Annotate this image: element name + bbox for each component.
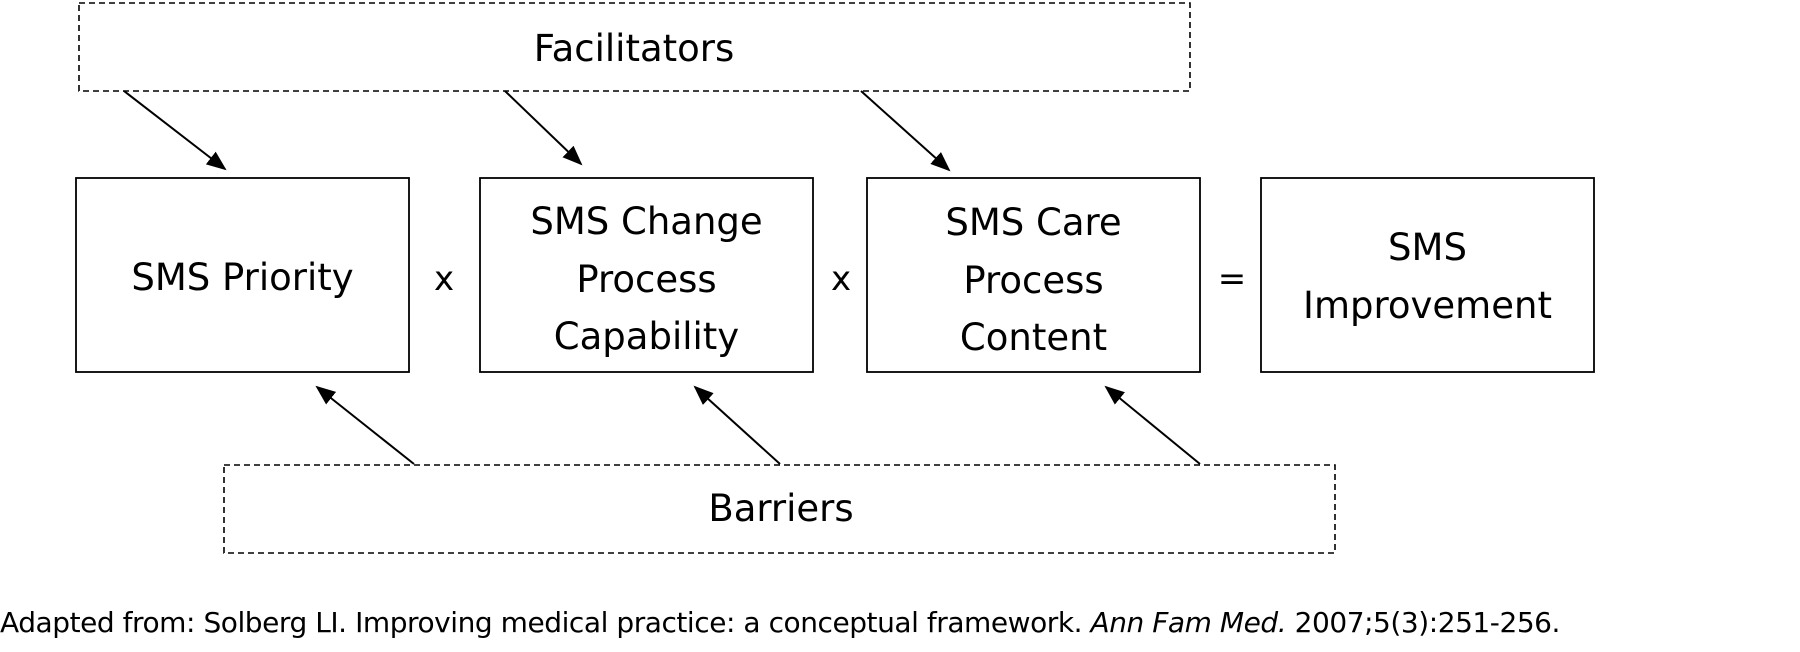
box-label-line: SMS Care [945, 201, 1121, 244]
facilitators-label: Facilitators [534, 27, 735, 70]
box-label-line: Capability [554, 315, 739, 358]
box-label-line: Process [576, 258, 716, 301]
citation-suffix: 2007;5(3):251-256. [1286, 606, 1561, 639]
box-label-line: Improvement [1303, 284, 1552, 327]
facilitators-box: Facilitators [78, 2, 1191, 92]
box-label-line: SMS Priority [131, 256, 353, 299]
facilitator-arrow-change-capability [504, 90, 583, 166]
box-sms-care-process-content: SMS Care Process Content [866, 177, 1201, 373]
box-label-line: Content [960, 316, 1107, 359]
box-label-line: SMS Change [530, 200, 762, 243]
citation-prefix: Adapted from: Solberg LI. Improving medi… [0, 606, 1091, 639]
barrier-arrow-care-content [1104, 385, 1201, 465]
box-label-line: SMS [1388, 226, 1467, 269]
multiply-operator: x [434, 259, 454, 299]
barriers-label: Barriers [708, 487, 853, 530]
equals-operator: = [1218, 259, 1247, 299]
facilitator-arrow-care-content [860, 90, 951, 172]
barriers-box: Barriers [223, 464, 1336, 554]
box-label-line: Process [963, 259, 1103, 302]
citation-caption: Adapted from: Solberg LI. Improving medi… [0, 606, 1800, 639]
barrier-arrow-change-capability [693, 385, 781, 465]
barrier-arrow-priority [315, 385, 415, 465]
box-sms-improvement: SMS Improvement [1260, 177, 1595, 373]
multiply-operator: x [831, 259, 851, 299]
facilitator-arrow-priority [123, 90, 227, 171]
box-sms-change-process-capability: SMS Change Process Capability [479, 177, 814, 373]
box-sms-priority: SMS Priority [75, 177, 410, 373]
citation-journal: Ann Fam Med. [1090, 606, 1287, 639]
